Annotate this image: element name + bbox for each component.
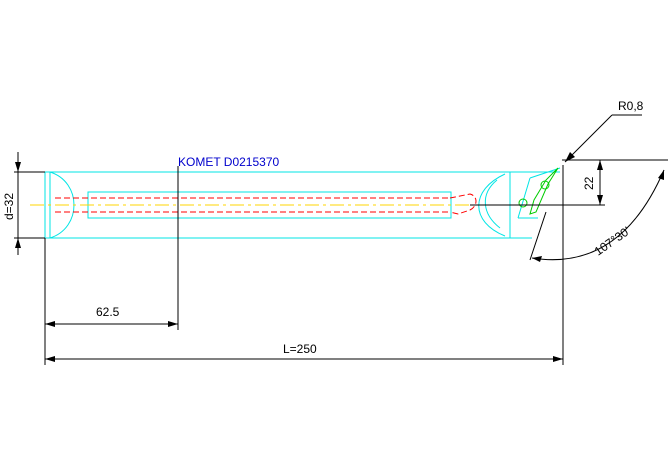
clamp-screw-icon [540,180,550,190]
insert-seat-top [529,167,561,179]
dimensions [14,114,668,365]
length-label: L=250 [283,342,317,356]
radius-label: R0,8 [618,99,644,113]
insert [518,167,559,215]
angle-arc [531,169,665,261]
tool-label: KOMET D0215370 [178,155,279,169]
head-neck-inner-arc [484,179,501,229]
head-neck-arc [478,173,506,237]
tool-body [44,167,561,239]
arrowheads [15,152,664,362]
screw-head-icon [518,198,528,208]
diameter-label: d=32 [2,193,16,220]
height-label: 22 [582,176,596,190]
insert-seat-left [517,177,531,219]
offset-label: 62.5 [96,305,120,319]
angle-label: 107°30' [592,224,633,259]
coolant-channel [55,193,477,215]
radius-leader [564,114,613,163]
angle-ref-line [529,211,547,261]
insert-outline [529,167,559,215]
